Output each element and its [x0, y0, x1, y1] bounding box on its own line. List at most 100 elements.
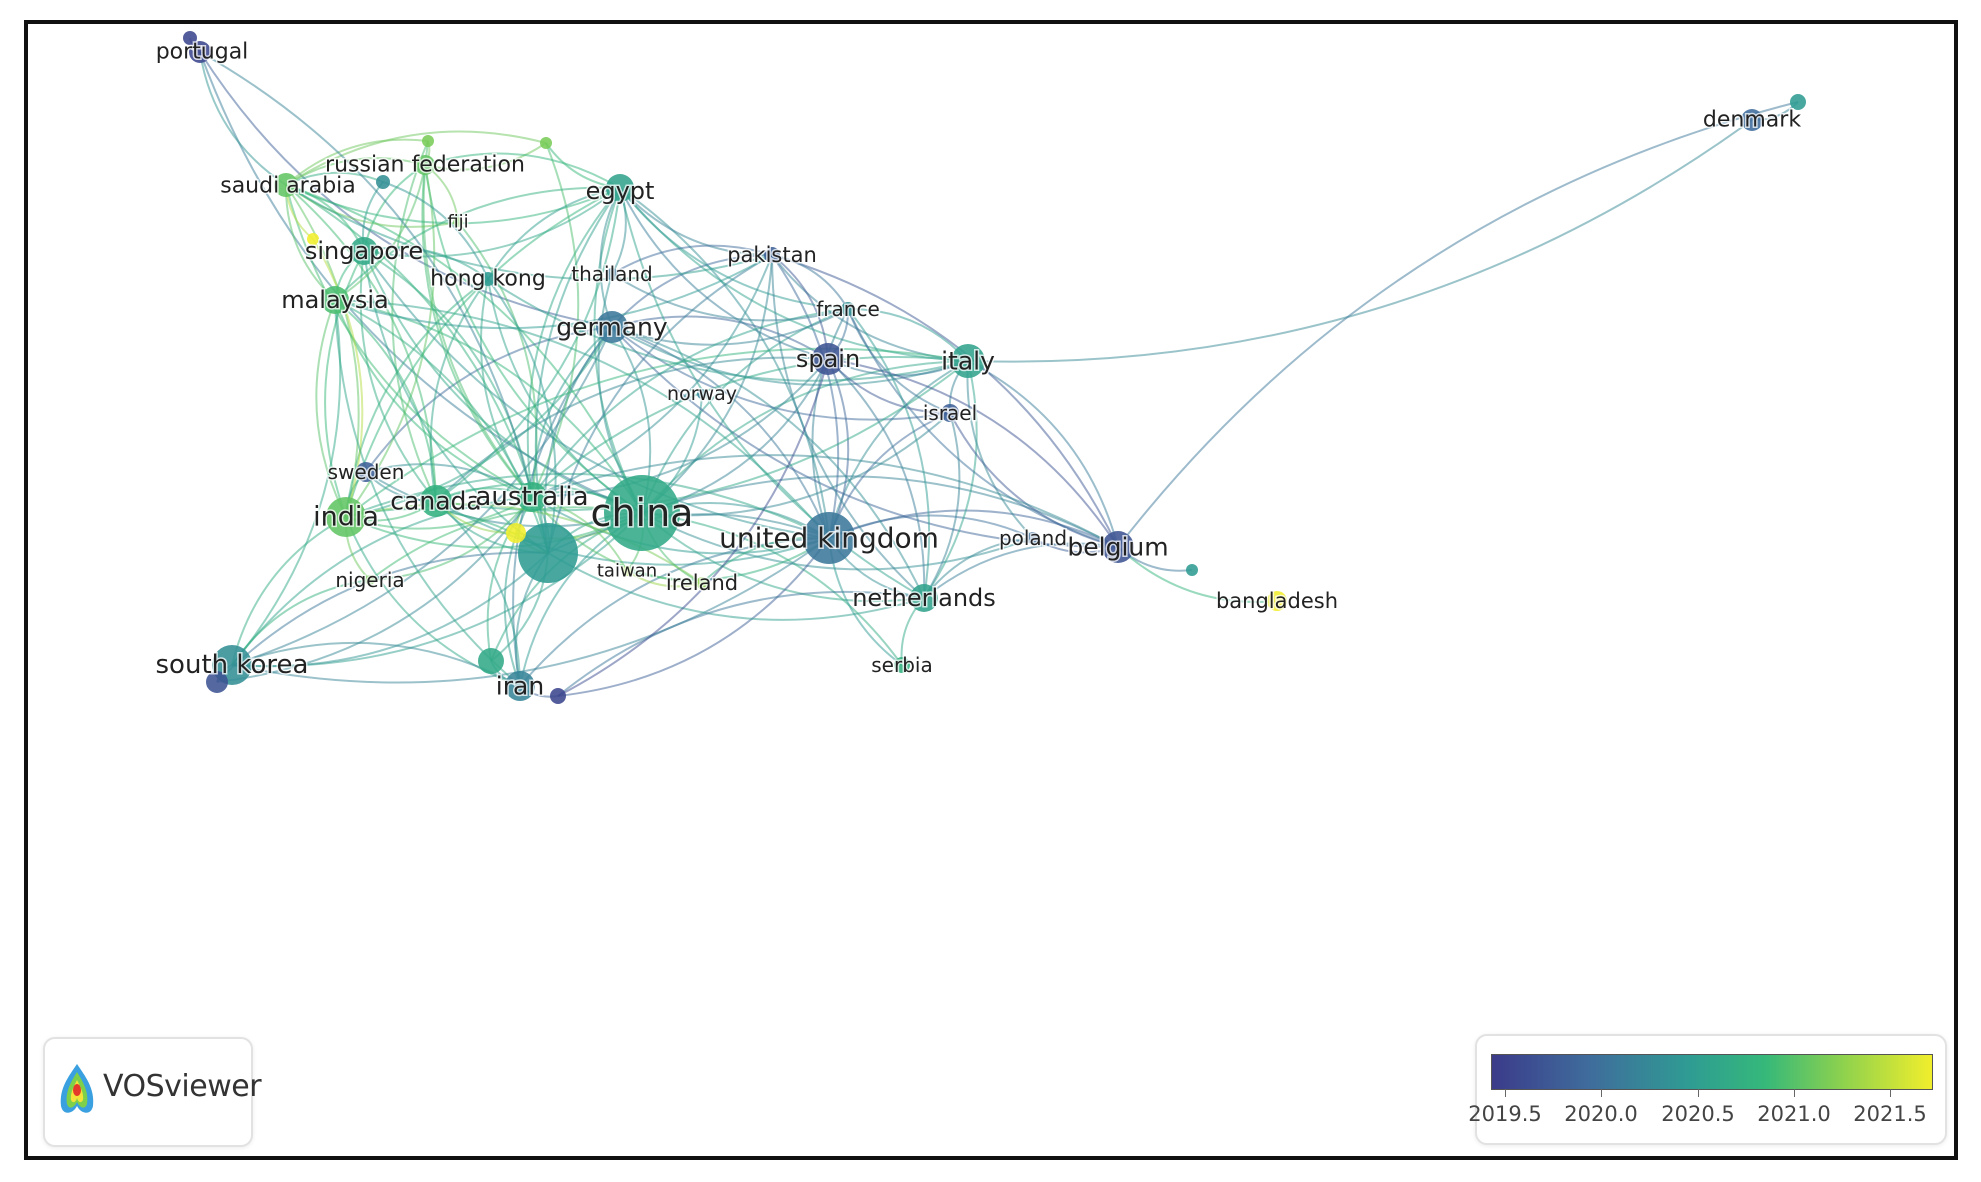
link-belgium-bangladesh: [1117, 546, 1278, 603]
link-hong-kong-unlabeled-9: [382, 181, 489, 280]
node-iran[interactable]: [505, 671, 535, 701]
node-label-india[interactable]: india: [312, 500, 381, 534]
node-denmark[interactable]: [1741, 109, 1763, 131]
link-italy-india: [345, 347, 969, 518]
node-germany[interactable]: [596, 311, 628, 343]
node-netherlands[interactable]: [910, 584, 938, 612]
node-unlabeled-4[interactable]: [422, 135, 434, 147]
node-label-fiji[interactable]: fiji: [446, 210, 470, 234]
node-label-serbia[interactable]: serbia: [870, 652, 934, 679]
node-belgium[interactable]: [1102, 531, 1134, 563]
node-hong-kong[interactable]: [481, 272, 495, 286]
node-russian-federation[interactable]: [415, 155, 435, 175]
node-label-spain[interactable]: spain: [794, 344, 861, 375]
node-label-singapore[interactable]: singapore: [303, 236, 424, 267]
node-label-sweden[interactable]: sweden: [326, 459, 406, 486]
node-unlabeled-2[interactable]: [506, 523, 526, 543]
node-label-pakistan[interactable]: pakistan: [726, 242, 819, 269]
link-germany-israel: [611, 326, 951, 421]
node-unlabeled-12[interactable]: [183, 31, 197, 45]
link-australia-pakistan: [531, 254, 773, 498]
node-unlabeled-8[interactable]: [206, 671, 228, 693]
node-label-russian-federation[interactable]: russian federation: [324, 151, 527, 179]
node-label-thailand[interactable]: thailand: [570, 261, 655, 288]
node-label-france[interactable]: france: [815, 296, 882, 323]
node-label-taiwan[interactable]: taiwan: [595, 559, 658, 583]
link-china-pakistan: [641, 254, 773, 514]
node-unlabeled-1[interactable]: [518, 523, 578, 583]
node-label-egypt[interactable]: egypt: [584, 176, 656, 207]
node-unlabeled-10[interactable]: [1186, 564, 1198, 576]
node-norway[interactable]: [697, 389, 707, 399]
link-france-israel: [847, 308, 951, 414]
node-label-canada[interactable]: canada: [389, 485, 483, 517]
node-label-china[interactable]: china: [589, 490, 695, 537]
legend-tick-label: 2019.5: [1468, 1102, 1542, 1126]
node-china[interactable]: [604, 475, 680, 551]
node-label-south-korea[interactable]: south korea: [154, 649, 310, 682]
node-unlabeled-6[interactable]: [307, 233, 319, 245]
node-india[interactable]: [326, 497, 366, 537]
node-ireland[interactable]: [696, 577, 708, 589]
node-label-hong-kong[interactable]: hong kong: [429, 265, 548, 293]
node-unlabeled-11[interactable]: [1790, 94, 1806, 110]
node-bangladesh[interactable]: [1267, 591, 1287, 611]
node-unlabeled-5[interactable]: [540, 137, 552, 149]
node-malaysia[interactable]: [321, 286, 349, 314]
node-thailand[interactable]: [606, 268, 618, 280]
legend-tick-mark: [1698, 1089, 1699, 1097]
node-spain[interactable]: [812, 343, 844, 375]
link-australia-unlabeled-8: [216, 496, 533, 683]
node-label-norway[interactable]: norway: [666, 382, 739, 407]
node-label-belgium[interactable]: belgium: [1066, 531, 1170, 563]
link-hong-kong-egypt: [487, 187, 621, 280]
node-australia[interactable]: [517, 482, 547, 512]
node-label-nigeria[interactable]: nigeria: [334, 567, 406, 594]
node-serbia[interactable]: [894, 657, 910, 673]
legend-tick-mark: [1601, 1089, 1602, 1097]
node-label-germany[interactable]: germany: [555, 311, 670, 343]
link-ireland-taiwan: [626, 570, 703, 588]
node-label-iran[interactable]: iran: [494, 670, 545, 702]
node-unlabeled-3[interactable]: [550, 688, 566, 704]
link-canada-iran: [435, 500, 521, 687]
node-saudi-arabia[interactable]: [274, 173, 298, 197]
node-fiji[interactable]: [453, 217, 463, 227]
node-portugal[interactable]: [189, 41, 211, 63]
node-label-portugal[interactable]: portugal: [154, 38, 250, 66]
node-label-united-kingdom[interactable]: united kingdom: [718, 520, 941, 556]
node-taiwan[interactable]: [622, 566, 632, 576]
node-label-saudi-arabia[interactable]: saudi arabia: [219, 172, 358, 200]
link-united-kingdom-singapore: [363, 250, 830, 539]
link-canada-malaysia: [334, 299, 437, 502]
node-canada[interactable]: [420, 485, 452, 517]
link-italy-australia: [531, 355, 969, 498]
link-unlabeled-1-singapore: [363, 250, 549, 554]
node-poland[interactable]: [1027, 532, 1039, 544]
node-label-italy[interactable]: italy: [940, 345, 997, 377]
link-germany-south-korea: [231, 326, 613, 666]
node-france[interactable]: [841, 302, 855, 316]
node-singapore[interactable]: [350, 237, 378, 265]
link-netherlands-unlabeled-3: [557, 590, 925, 697]
node-label-australia[interactable]: australia: [474, 481, 590, 514]
node-unlabeled-9[interactable]: [376, 175, 390, 189]
node-unlabeled-7[interactable]: [478, 648, 504, 674]
node-sweden[interactable]: [356, 462, 376, 482]
node-label-denmark[interactable]: denmark: [1701, 106, 1802, 134]
node-label-bangladesh[interactable]: bangladesh: [1214, 588, 1339, 615]
link-malaysia-pakistan: [334, 254, 773, 330]
node-nigeria[interactable]: [365, 575, 375, 585]
node-italy[interactable]: [951, 344, 985, 378]
node-label-ireland[interactable]: ireland: [664, 570, 739, 597]
node-israel[interactable]: [941, 404, 959, 422]
node-egypt[interactable]: [606, 174, 634, 202]
link-united-kingdom-italy: [828, 360, 969, 539]
node-label-poland[interactable]: poland: [997, 525, 1068, 552]
node-label-netherlands[interactable]: netherlands: [851, 583, 998, 614]
node-united-kingdom[interactable]: [803, 512, 855, 564]
node-label-israel[interactable]: israel: [921, 400, 978, 427]
node-label-malaysia[interactable]: malaysia: [280, 285, 391, 316]
node-pakistan[interactable]: [764, 247, 780, 263]
